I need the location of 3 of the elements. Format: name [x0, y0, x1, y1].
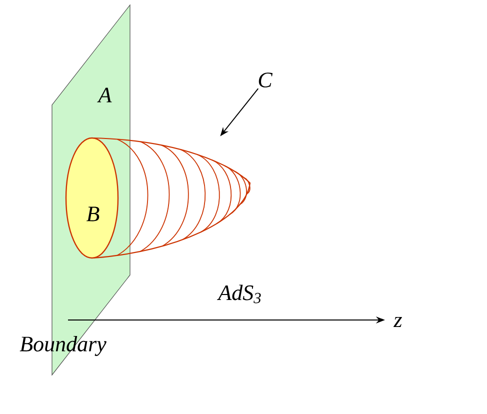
callout-letter: C: [258, 72, 273, 88]
axis-label: AdS$_{3}$: [216, 284, 261, 304]
axis-label: z: [393, 316, 402, 328]
